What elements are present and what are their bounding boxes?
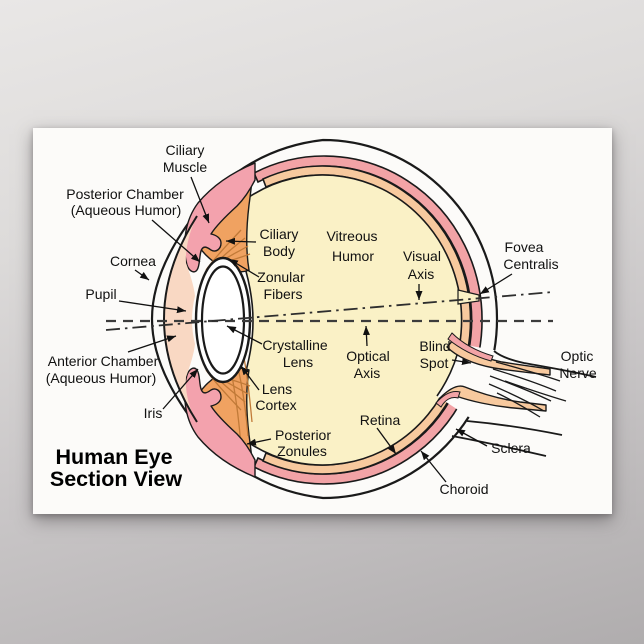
label-choroid: Choroid <box>439 481 488 497</box>
label-ciliary-muscle: Ciliary <box>166 142 205 158</box>
optic-nerve-sheath-top <box>493 350 597 378</box>
label-zonular-fibers: Fibers <box>264 286 303 302</box>
iris-lower <box>183 367 256 478</box>
fovea-centralis-arrow <box>479 273 513 295</box>
poster-title: Section View <box>50 467 183 491</box>
label-fovea-centralis: Fovea <box>505 239 544 255</box>
label-cornea: Cornea <box>110 253 156 269</box>
label-posterior-chamber: Posterior Chamber <box>66 186 184 202</box>
zonular-fibers-upper <box>205 229 251 271</box>
anterior-chamber-region <box>164 216 197 422</box>
posterior-chamber-arrow <box>151 219 201 263</box>
label-optic-nerve: Optic <box>561 348 594 364</box>
visual-axis-line <box>105 291 554 331</box>
label-posterior-chamber: (Aqueous Humor) <box>71 202 182 218</box>
poster-title: Human Eye <box>55 445 172 469</box>
retina-arrow <box>376 427 397 455</box>
label-ciliary-muscle: Muscle <box>163 159 208 175</box>
label-ciliary-body: Ciliary <box>260 226 299 242</box>
sclera-arrow <box>455 428 488 447</box>
label-arrows <box>118 176 513 483</box>
label-zonular-fibers: Zonular <box>257 269 305 285</box>
label-lens-cortex: Lens <box>262 381 292 397</box>
optic-nerve-fibers <box>488 361 567 418</box>
label-crystalline-lens: Crystalline <box>262 337 328 353</box>
ciliary-muscle-arrow <box>190 176 210 224</box>
lens-cortex-arrow <box>240 365 260 391</box>
label-fovea-centralis: Centralis <box>503 256 558 272</box>
label-blind-spot: Blind <box>419 338 450 354</box>
diagram-labels: Ciliary Muscle Posterior Chamber (Aqueou… <box>46 142 597 497</box>
eye-diagram-poster: Ciliary Muscle Posterior Chamber (Aqueou… <box>33 128 612 514</box>
zonular-fibers-arrow <box>228 258 260 278</box>
label-iris: Iris <box>144 405 163 421</box>
label-ciliary-body: Body <box>263 243 295 259</box>
label-posterior-zonules: Zonules <box>277 443 327 459</box>
posterior-zonules-arrow <box>246 438 272 446</box>
optical-axis-arrow <box>362 325 370 347</box>
eyeball-outer-shell <box>150 138 499 500</box>
pupil-arrow <box>118 300 187 314</box>
label-anterior-chamber: (Aqueous Humor) <box>46 370 157 386</box>
label-crystalline-lens: Lens <box>283 354 313 370</box>
optic-disc-lower-lip-choroid <box>435 391 461 408</box>
optic-disc-upper-lip-choroid <box>447 332 494 362</box>
label-visual-axis: Visual <box>403 248 441 264</box>
iris-arrow <box>162 368 199 410</box>
blind-spot-arrow <box>451 358 472 366</box>
label-sclera: Sclera <box>491 440 531 456</box>
cornea-arrow <box>134 269 150 281</box>
label-pupil: Pupil <box>85 286 116 302</box>
iris-upper <box>183 162 256 273</box>
label-optical-axis: Optical <box>346 348 390 364</box>
label-anterior-chamber: Anterior Chamber <box>48 353 159 369</box>
ciliary-body-arrow <box>225 237 257 245</box>
label-vitreous-humor: Vitreous <box>326 228 377 244</box>
label-visual-axis: Axis <box>408 266 434 282</box>
human-eye-section-diagram: Ciliary Muscle Posterior Chamber (Aqueou… <box>46 138 597 500</box>
label-vitreous-humor: Humor <box>332 248 374 264</box>
label-optical-axis: Axis <box>354 365 380 381</box>
label-lens-cortex: Cortex <box>255 397 296 413</box>
label-optic-nerve: Nerve <box>559 365 597 381</box>
label-posterior-zonules: Posterior <box>275 427 331 443</box>
label-retina: Retina <box>360 412 401 428</box>
optic-nerve-sheath-bottom <box>451 420 563 457</box>
choroid-arrow <box>420 450 447 483</box>
crystalline-lens-arrow <box>226 325 263 345</box>
anterior-chamber-arrow <box>127 335 177 353</box>
label-blind-spot: Spot <box>420 355 449 371</box>
zonular-fibers-lower <box>205 369 251 411</box>
